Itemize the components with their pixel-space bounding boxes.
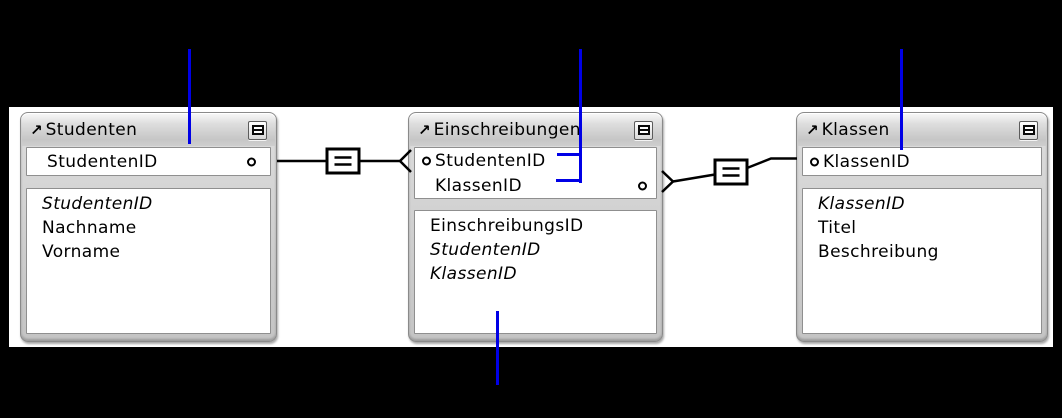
table-studenten-header[interactable]: ↗ Studenten [22, 114, 275, 146]
field-row[interactable]: Nachname [42, 218, 137, 238]
table-klassen-header[interactable]: ↗ Klassen [798, 114, 1046, 146]
list-toggle-icon [1022, 125, 1035, 135]
list-toggle-icon [637, 125, 650, 135]
match-field-label: StudentenID [435, 150, 546, 171]
field-row[interactable]: EinschreibungsID [430, 216, 584, 236]
match-field-row[interactable]: StudentenID [415, 148, 656, 173]
match-marker-icon [247, 157, 256, 166]
field-list-panel: EinschreibungsID StudentenID KlassenID [414, 210, 657, 334]
match-field-label: KlassenID [435, 175, 522, 196]
callout-line-einschreibungen-field-list [496, 311, 499, 385]
callout-line-klassen-match-field [900, 49, 903, 150]
table-title: Klassen [821, 120, 890, 140]
field-row[interactable]: StudentenID [42, 194, 153, 214]
match-marker-icon [810, 157, 819, 166]
field-list-panel: StudentenID Nachname Vorname [26, 188, 271, 334]
field-row[interactable]: StudentenID [430, 240, 541, 260]
callout-tick-klassenid [556, 179, 579, 182]
match-marker-icon [422, 156, 431, 165]
field-row[interactable]: KlassenID [430, 264, 517, 284]
field-display-toggle-button[interactable] [1019, 120, 1038, 140]
table-title: Einschreibungen [433, 120, 581, 140]
goto-table-arrow-icon: ↗ [806, 120, 819, 139]
field-row[interactable]: Titel [818, 218, 857, 238]
callout-tick-studentenid [557, 153, 579, 156]
callout-line-einschreibungen-match-fields [579, 49, 582, 183]
list-toggle-icon [251, 125, 264, 135]
goto-table-arrow-icon: ↗ [30, 120, 43, 139]
field-row[interactable]: Vorname [42, 242, 121, 262]
field-row[interactable]: Beschreibung [818, 242, 939, 262]
match-field-panel: StudentenID [26, 147, 271, 176]
field-display-toggle-button[interactable] [248, 120, 267, 140]
table-klassen[interactable]: ↗ Klassen KlassenID KlassenID Titel Besc… [796, 112, 1048, 342]
table-title: Studenten [45, 120, 138, 140]
table-einschreibungen[interactable]: ↗ Einschreibungen StudentenID KlassenID … [408, 112, 663, 342]
callout-line-studenten-match-field [188, 49, 191, 144]
field-display-toggle-button[interactable] [634, 120, 653, 140]
match-field-label: KlassenID [823, 151, 910, 172]
match-field-row[interactable]: StudentenID [27, 148, 270, 175]
match-field-row[interactable]: KlassenID [803, 148, 1041, 175]
field-row[interactable]: KlassenID [818, 194, 905, 214]
match-field-row[interactable]: KlassenID [415, 173, 656, 198]
field-list-panel: KlassenID Titel Beschreibung [802, 188, 1042, 334]
match-field-panel: StudentenID KlassenID [414, 147, 657, 199]
match-field-panel: KlassenID [802, 147, 1042, 176]
table-einschreibungen-header[interactable]: ↗ Einschreibungen [410, 114, 661, 146]
table-studenten[interactable]: ↗ Studenten StudentenID StudentenID Nach… [20, 112, 277, 342]
match-field-label: StudentenID [47, 151, 158, 172]
match-marker-icon [638, 181, 647, 190]
goto-table-arrow-icon: ↗ [418, 120, 431, 139]
